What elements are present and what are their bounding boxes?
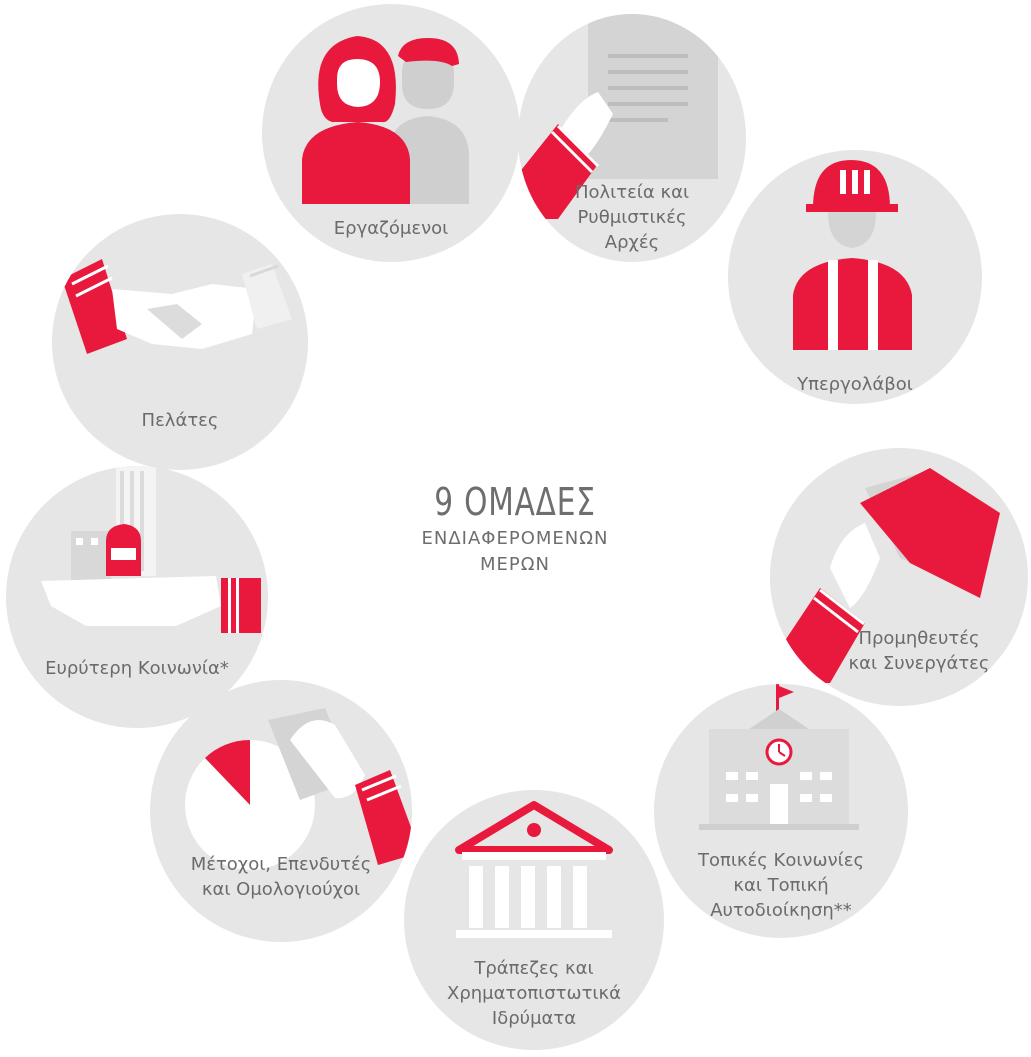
stakeholder-shareholders: Μέτοχοι, Επενδυτές και Ομολογιούχοι [150, 680, 412, 942]
center-subtitle-line2: ΜΕΡΩΝ [480, 554, 550, 575]
stakeholder-suppliers: Προμηθευτές και Συνεργάτες [770, 448, 1028, 706]
stakeholder-local-communities: Τοπικές Κοινωνίες και Τοπική Αυτοδιοίκησ… [654, 684, 908, 938]
center-title: 9 ΟΜΑΔΕΣ [434, 480, 596, 524]
diagram-center-title: 9 ΟΜΑΔΕΣ ΕΝΔΙΑΦΕΡΟΜΕΝΩΝ ΜΕΡΩΝ [395, 478, 635, 578]
document-hand-icon [518, 14, 718, 219]
stakeholder-customers: Πελάτες [52, 214, 308, 470]
stakeholder-label: Πολιτεία και Ρυθμιστικές Αρχές [574, 182, 690, 253]
stakeholder-label: Υπεργολάβοι [797, 374, 913, 395]
pie-chart-hand-icon [185, 708, 412, 870]
stakeholder-label: Μέτοχοι, Επενδυτές και Ομολογιούχοι [190, 854, 372, 900]
stakeholder-banks: Τράπεζες και Χρηματοπιστωτικά Ιδρύματα [404, 790, 664, 1050]
stakeholder-employees: Εργαζόμενοι [262, 4, 520, 262]
hardhat-worker-icon [793, 160, 912, 350]
stakeholder-label: Πελάτες [141, 410, 219, 431]
town-hall-icon [699, 684, 859, 830]
stakeholder-label: Τοπικές Κοινωνίες και Τοπική Αυτοδιοίκησ… [697, 850, 865, 921]
stakeholder-label: Ευρύτερη Κοινωνία* [45, 658, 229, 679]
handshake-icon [62, 259, 292, 354]
stakeholder-state-regulators: Πολιτεία και Ρυθμιστικές Αρχές [518, 14, 746, 262]
center-subtitle-line1: ΕΝΔΙΑΦΕΡΟΜΕΝΩΝ [421, 528, 609, 549]
stakeholder-label: Εργαζόμενοι [333, 218, 449, 239]
stakeholder-wider-society: Ευρύτερη Κοινωνία* [6, 466, 268, 728]
employees-icon [302, 36, 469, 204]
stakeholder-subcontractors: Υπεργολάβοι [728, 150, 982, 404]
bank-building-icon [455, 801, 613, 938]
folder-hand-icon [780, 468, 1000, 683]
stakeholder-label: Προμηθευτές και Συνεργάτες [848, 628, 990, 674]
stakeholder-label: Τράπεζες και Χρηματοπιστωτικά Ιδρύματα [447, 958, 621, 1029]
city-in-hand-icon [41, 466, 261, 633]
